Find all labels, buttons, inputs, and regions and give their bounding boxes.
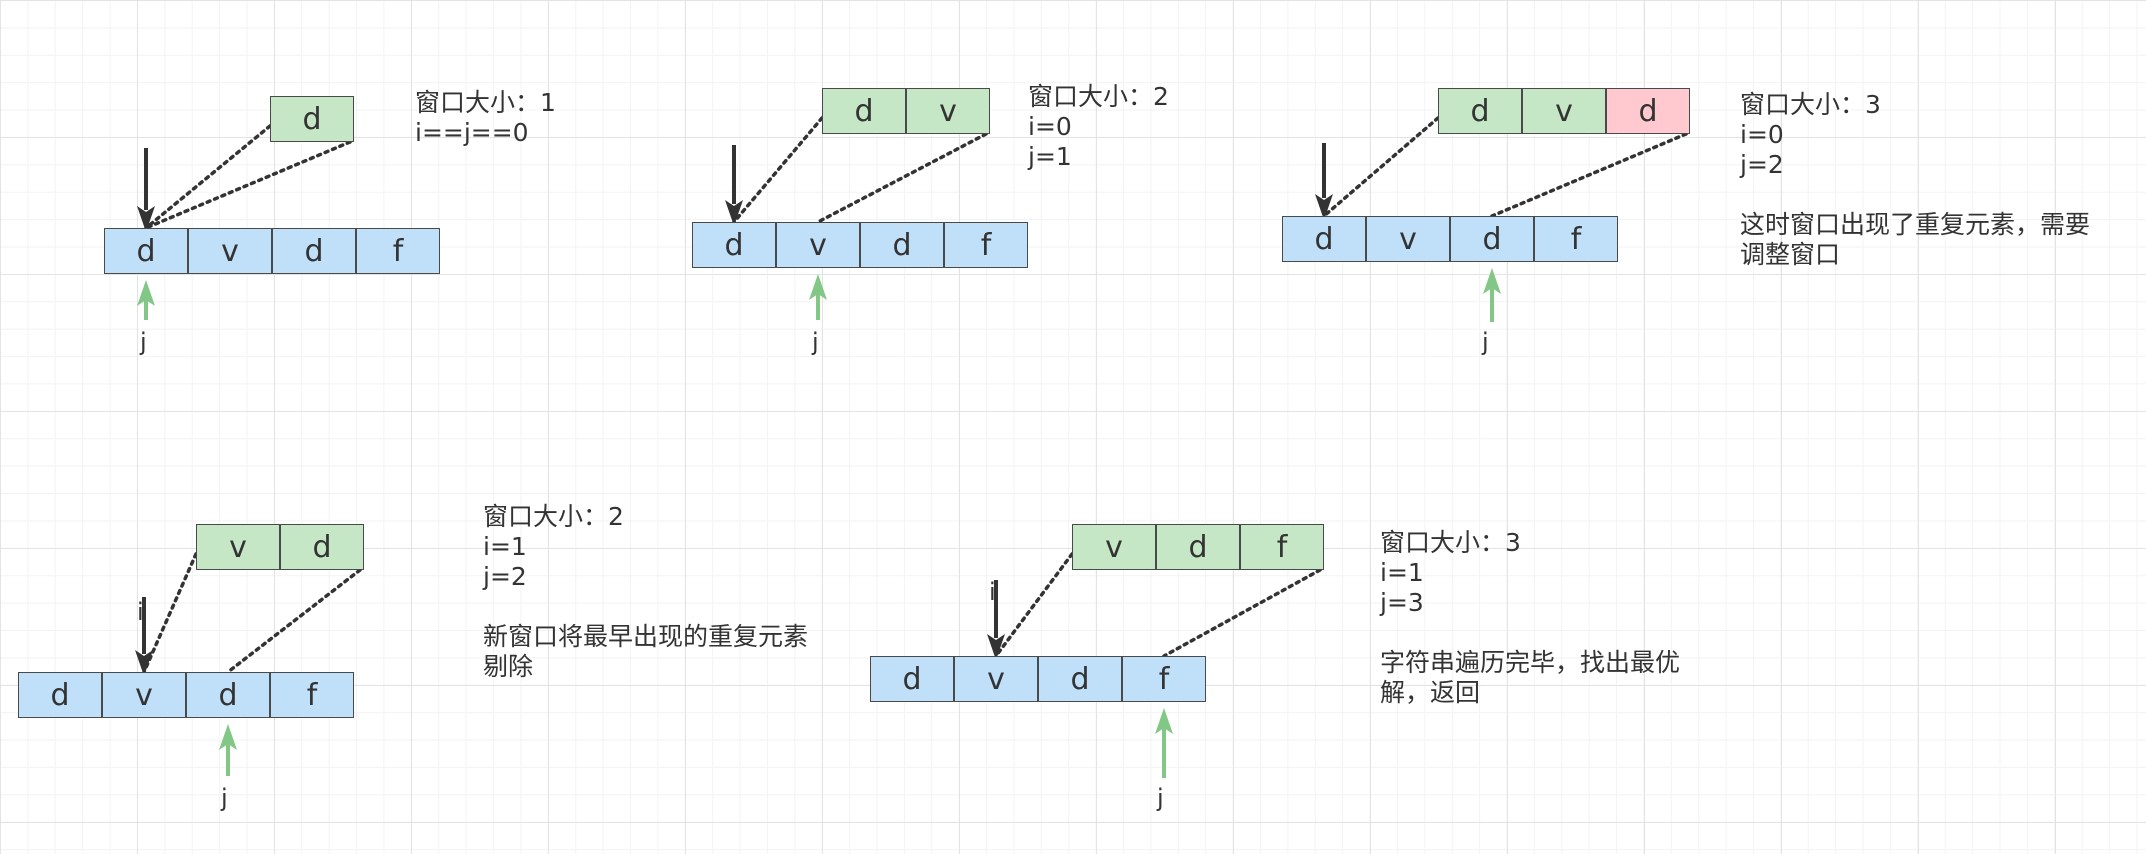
step-5-window-cell-3: f — [1240, 524, 1324, 570]
step-4-note-line-4 — [483, 592, 808, 622]
step-5-j-arrow-head — [1155, 708, 1173, 734]
step-5-note-line-2: i=1 — [1380, 558, 1424, 587]
step-4-main-cell-2: v — [102, 672, 186, 718]
step-1-main-cell-2: v — [188, 228, 272, 274]
step-2-main-cell-2: v — [776, 222, 860, 268]
step-5-note-line-3: j=3 — [1380, 588, 1424, 617]
step-5-window-left-connector — [994, 552, 1074, 658]
step-4-note-line-3: j=2 — [483, 562, 527, 591]
step-5-i-label: i — [989, 578, 996, 606]
step-4-i-arrow-head — [135, 650, 153, 676]
step-3-i-arrow-head — [1315, 194, 1333, 220]
step-2-main-cell-3: d — [860, 222, 944, 268]
step-5-main-cell-4: f — [1122, 656, 1206, 702]
step-1-main-cell-1: d — [104, 228, 188, 274]
step-4-j-arrow-head — [219, 724, 237, 750]
step-4-window-cell-1: v — [196, 524, 280, 570]
step-4-window-cell-2: d — [280, 524, 364, 570]
step-5-main-cell-1: d — [870, 656, 954, 702]
step-3-main-cell-3: d — [1450, 216, 1534, 262]
step-1-j-label: j — [140, 328, 147, 356]
step-5-window-right-connector — [1162, 568, 1322, 658]
step-4-note-line-5: 新窗口将最早出现的重复元素 — [483, 622, 809, 651]
step-3-main-cell-1: d — [1282, 216, 1366, 262]
step-2-j-label: j — [812, 328, 819, 356]
step-5-main-cell-2: v — [954, 656, 1038, 702]
step-4-main-cell-3: d — [186, 672, 270, 718]
step-4-window-right-connector — [226, 568, 362, 674]
step-3-note-line-6: 调整窗口 — [1740, 240, 1841, 269]
step-3-window-cell-2: v — [1522, 88, 1606, 134]
step-5-window-cell-2: d — [1156, 524, 1240, 570]
step-1-i-arrow-head — [137, 206, 155, 232]
step-1-i-label: i — [142, 148, 149, 176]
step-3-j-label: j — [1482, 328, 1489, 356]
step-1-note-line-2: i==j==0 — [415, 118, 529, 147]
step-3-note-line-1: 窗口大小：3 — [1740, 90, 1881, 119]
step-1-note-line-1: 窗口大小：1 — [415, 88, 556, 117]
step-5-note-line-4 — [1380, 618, 1680, 648]
step-3-window-right-connector — [1490, 132, 1688, 218]
step-2-window-left-connector — [732, 116, 824, 224]
step-2-main-cell-1: d — [692, 222, 776, 268]
step-1-main-cell-3: d — [272, 228, 356, 274]
step-4-i-label: i — [137, 598, 144, 626]
step-4-main-cell-4: f — [270, 672, 354, 718]
step-3-j-arrow-head — [1483, 268, 1501, 294]
step-1-window-left-connector — [144, 124, 272, 230]
step-2-j-arrow-head — [809, 274, 827, 300]
step-4-j-label: j — [221, 784, 228, 812]
step-5-note-line-6: 解，返回 — [1380, 678, 1481, 707]
step-2-i-label: i — [730, 145, 737, 173]
step-2-window-cell-2: v — [906, 88, 990, 134]
step-3-i-label: i — [1320, 141, 1327, 169]
step-5-j-label: j — [1157, 784, 1164, 812]
step-3-window-cell-3: d — [1606, 88, 1690, 134]
step-3-main-cell-2: v — [1366, 216, 1450, 262]
step-2-window-right-connector — [816, 132, 988, 224]
step-1-window-right-connector — [144, 140, 352, 230]
step-3-main-cell-4: f — [1534, 216, 1618, 262]
step-5-note-line-1: 窗口大小：3 — [1380, 528, 1521, 557]
step-4-window-left-connector — [142, 552, 198, 674]
step-5-window-cell-1: v — [1072, 524, 1156, 570]
step-4-note-line-6: 剔除 — [483, 652, 534, 681]
step-1-main-cell-4: f — [356, 228, 440, 274]
step-2-note-line-1: 窗口大小：2 — [1028, 82, 1169, 111]
step-4-note-line-2: i=1 — [483, 532, 527, 561]
step-5-note-line-5: 字符串遍历完毕，找出最优 — [1380, 648, 1681, 677]
step-4-main-cell-1: d — [18, 672, 102, 718]
step-5-main-cell-3: d — [1038, 656, 1122, 702]
step-3-window-left-connector — [1322, 116, 1440, 218]
step-1-window-cell-1: d — [270, 96, 354, 142]
step-2-note-line-3: j=1 — [1028, 142, 1072, 171]
step-5-i-arrow-head — [987, 634, 1005, 660]
step-2-i-arrow-head — [725, 200, 743, 226]
step-3-note-line-5: 这时窗口出现了重复元素，需要 — [1740, 210, 2091, 239]
step-3-window-cell-1: d — [1438, 88, 1522, 134]
step-2-note-line-2: i=0 — [1028, 112, 1072, 141]
step-2-main-cell-4: f — [944, 222, 1028, 268]
step-3-note-line-2: i=0 — [1740, 120, 1784, 149]
step-1-j-arrow-head — [137, 280, 155, 306]
step-3-note-line-4 — [1740, 180, 2090, 210]
step-4-note-line-1: 窗口大小：2 — [483, 502, 624, 531]
step-2-window-cell-1: d — [822, 88, 906, 134]
step-3-note-line-3: j=2 — [1740, 150, 1784, 179]
